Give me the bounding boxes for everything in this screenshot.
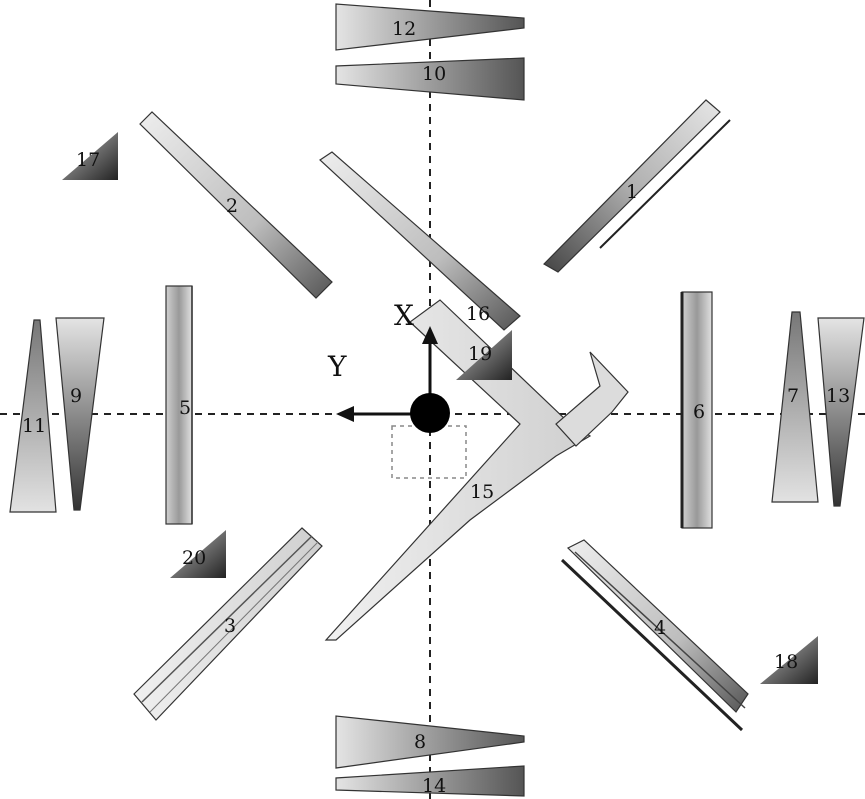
y-axis-arrowhead	[336, 406, 354, 422]
label-10: 10	[422, 63, 446, 85]
mirror-5	[165, 285, 193, 525]
mirror-2	[139, 111, 333, 299]
label-13: 13	[826, 385, 850, 407]
corner-reflector-20	[170, 530, 226, 578]
label-4: 4	[654, 617, 666, 639]
x-axis-label: X	[394, 299, 414, 332]
label-12: 12	[392, 18, 416, 40]
wedge-9	[55, 317, 105, 511]
label-9: 9	[70, 385, 82, 407]
label-17: 17	[76, 149, 100, 171]
origin-dot	[410, 393, 450, 433]
mirror-4-edge	[560, 558, 744, 732]
mirror-6	[681, 291, 713, 529]
y-axis-label: Y	[327, 350, 347, 383]
label-1: 1	[626, 181, 638, 203]
label-19: 19	[468, 343, 492, 365]
label-20: 20	[182, 547, 206, 569]
wedge-11	[9, 319, 57, 513]
mirror-16	[319, 151, 521, 331]
mirror-3-edge	[141, 535, 313, 703]
label-2: 2	[226, 195, 238, 217]
corner-reflector-17	[62, 132, 118, 180]
label-11: 11	[22, 415, 46, 437]
wedge-12	[335, 3, 525, 51]
wedge-14	[335, 765, 525, 797]
wedge-13	[817, 317, 865, 507]
wedge-8	[335, 715, 525, 769]
wedge-7	[771, 311, 819, 503]
mirror-4-edge-2	[574, 551, 746, 709]
wedge-10	[335, 57, 525, 101]
corner-reflector-18	[760, 636, 818, 684]
label-5: 5	[179, 397, 191, 419]
center-detector-outline	[391, 425, 467, 479]
roof-prism-15	[324, 299, 592, 641]
label-16: 16	[466, 303, 490, 325]
x-axis-arrowhead	[422, 326, 438, 344]
label-18: 18	[774, 651, 798, 673]
label-8: 8	[414, 731, 426, 753]
label-14: 14	[422, 775, 446, 797]
label-7: 7	[787, 385, 799, 407]
label-6: 6	[693, 401, 705, 423]
mirror-3-edge-2	[149, 541, 319, 713]
roof-prism-15-right	[555, 351, 629, 447]
mirror-3	[133, 527, 323, 721]
mirror-1-edge	[599, 119, 731, 249]
label-15: 15	[470, 481, 494, 503]
label-3: 3	[224, 615, 236, 637]
corner-reflector-19	[456, 330, 512, 380]
mirror-1	[543, 99, 721, 273]
